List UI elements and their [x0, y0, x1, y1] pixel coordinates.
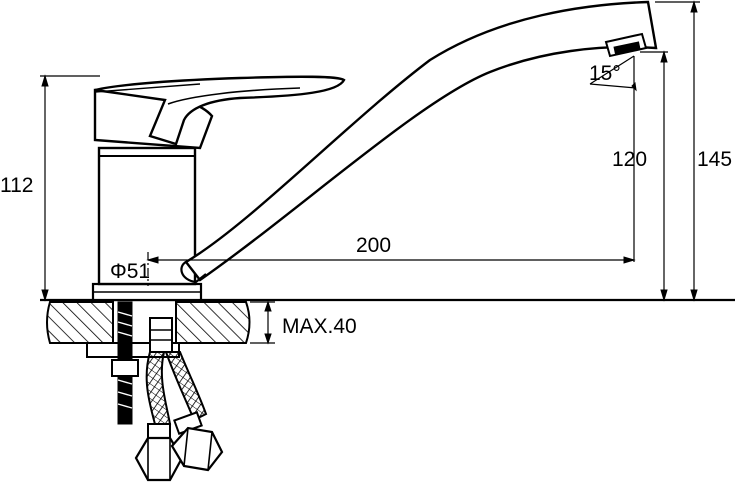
lever-handle	[93, 75, 346, 150]
hose-right	[164, 351, 208, 422]
mounting-hardware	[86, 301, 180, 425]
label-spout-angle: 15°	[589, 62, 621, 85]
label-spout-reach: 200	[356, 234, 391, 257]
lever-arm	[94, 75, 346, 146]
spout-base-collar	[180, 261, 207, 284]
dimension-lines	[40, 0, 700, 345]
label-spout-height: 120	[612, 148, 647, 171]
lever-arm-top-edge	[94, 83, 201, 93]
dim-145-arrows	[690, 0, 698, 302]
stud-nut	[111, 359, 139, 377]
aerator	[613, 41, 641, 55]
body-cylinder	[97, 146, 197, 286]
dim-max40-arrows	[264, 300, 272, 345]
deck-section-right	[175, 301, 251, 344]
hose-left	[145, 351, 172, 430]
angle-ray	[589, 55, 635, 85]
angle-arc	[589, 83, 637, 89]
spout	[180, 0, 658, 284]
spout-arm	[184, 0, 658, 282]
label-body-height: 112	[0, 174, 33, 197]
countertop	[40, 298, 735, 344]
label-base-diameter: Φ51	[110, 260, 150, 283]
hose-connector	[149, 317, 173, 353]
label-max-deck: MAX.40	[282, 315, 357, 338]
hose-ferrule-left	[147, 423, 171, 439]
lever-arm-inner	[167, 87, 301, 105]
dimension-labels: 112 145 120 200 Φ51 MAX.40 15°	[0, 62, 732, 338]
dim-120-arrows	[660, 50, 668, 302]
dim-112-arrows	[41, 74, 49, 302]
stud-thread	[117, 311, 133, 409]
supply-hoses	[134, 351, 224, 482]
dim-200-arrows	[146, 256, 636, 264]
label-total-height: 145	[697, 148, 732, 171]
deck-section-left	[46, 301, 114, 344]
faucet-body	[91, 146, 203, 302]
